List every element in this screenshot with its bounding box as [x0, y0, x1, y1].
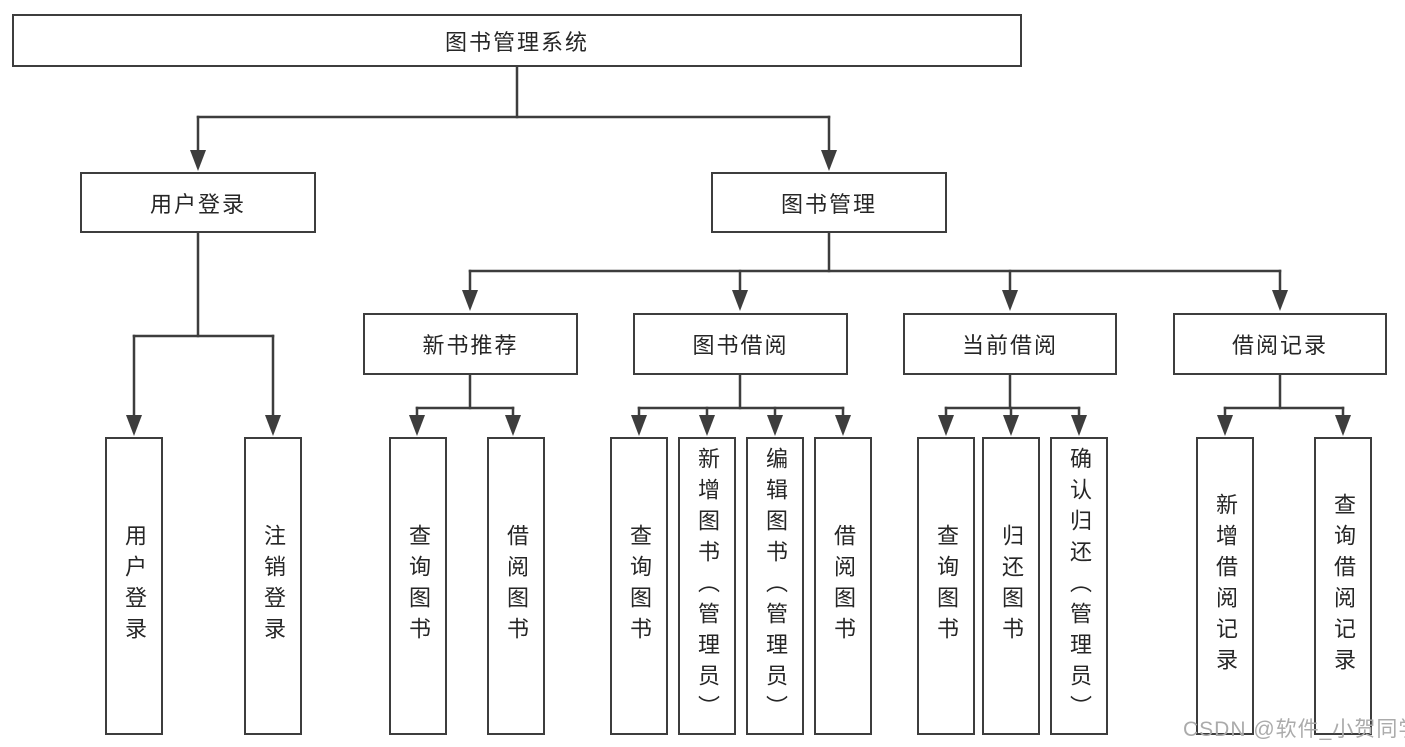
node-borrow-borrow-label: 借阅图书 [831, 524, 856, 648]
node-current-query: 查询图书 [917, 437, 975, 735]
node-book-borrow: 图书借阅 [633, 313, 848, 375]
node-borrow-query: 查询图书 [610, 437, 668, 735]
node-current-return: 归还图书 [982, 437, 1040, 735]
node-borrow-borrow: 借阅图书 [814, 437, 872, 735]
node-current-return-label: 归还图书 [999, 524, 1024, 648]
node-borrow-add-admin-label: 新增图书（管理员） [695, 446, 720, 726]
node-borrow-query-label: 查询图书 [627, 524, 652, 648]
node-book-borrow-label: 图书借阅 [692, 333, 789, 358]
node-records-query: 查询借阅记录 [1314, 437, 1372, 735]
connector-arrowheads [126, 150, 1351, 436]
node-book-management: 图书管理 [711, 172, 947, 233]
node-records-add-label: 新增借阅记录 [1213, 493, 1238, 679]
node-root: 图书管理系统 [12, 14, 1022, 67]
node-user-login-label: 用户登录 [149, 191, 246, 217]
node-newbook-borrow-label: 借阅图书 [504, 524, 529, 648]
node-records-query-label: 查询借阅记录 [1331, 493, 1356, 679]
node-new-book-recommend: 新书推荐 [363, 313, 578, 375]
node-current-confirm-admin-label: 确认归还（管理员） [1067, 446, 1092, 726]
node-new-book-recommend-label: 新书推荐 [422, 333, 519, 358]
node-leaf-user-login: 用户登录 [105, 437, 163, 735]
node-borrow-edit-admin: 编辑图书（管理员） [746, 437, 804, 735]
node-book-management-label: 图书管理 [780, 191, 877, 217]
node-borrow-records: 借阅记录 [1173, 313, 1387, 375]
node-current-query-label: 查询图书 [934, 524, 959, 648]
node-leaf-user-login-label: 用户登录 [122, 524, 147, 648]
node-current-borrow-label: 当前借阅 [961, 333, 1058, 358]
connector-lines [132, 65, 1345, 418]
node-newbook-query-label: 查询图书 [406, 524, 431, 648]
node-root-label: 图书管理系统 [444, 29, 589, 55]
node-newbook-query: 查询图书 [389, 437, 447, 735]
node-leaf-logout: 注销登录 [244, 437, 302, 735]
node-records-add: 新增借阅记录 [1196, 437, 1254, 735]
watermark: CSDN @软件_小贺同学 [1183, 718, 1405, 741]
node-borrow-add-admin: 新增图书（管理员） [678, 437, 736, 735]
node-borrow-edit-admin-label: 编辑图书（管理员） [763, 446, 788, 726]
node-leaf-logout-label: 注销登录 [261, 524, 286, 648]
node-newbook-borrow: 借阅图书 [487, 437, 545, 735]
node-current-borrow: 当前借阅 [903, 313, 1117, 375]
node-current-confirm-admin: 确认归还（管理员） [1050, 437, 1108, 735]
node-borrow-records-label: 借阅记录 [1231, 333, 1328, 358]
node-user-login: 用户登录 [80, 172, 316, 233]
